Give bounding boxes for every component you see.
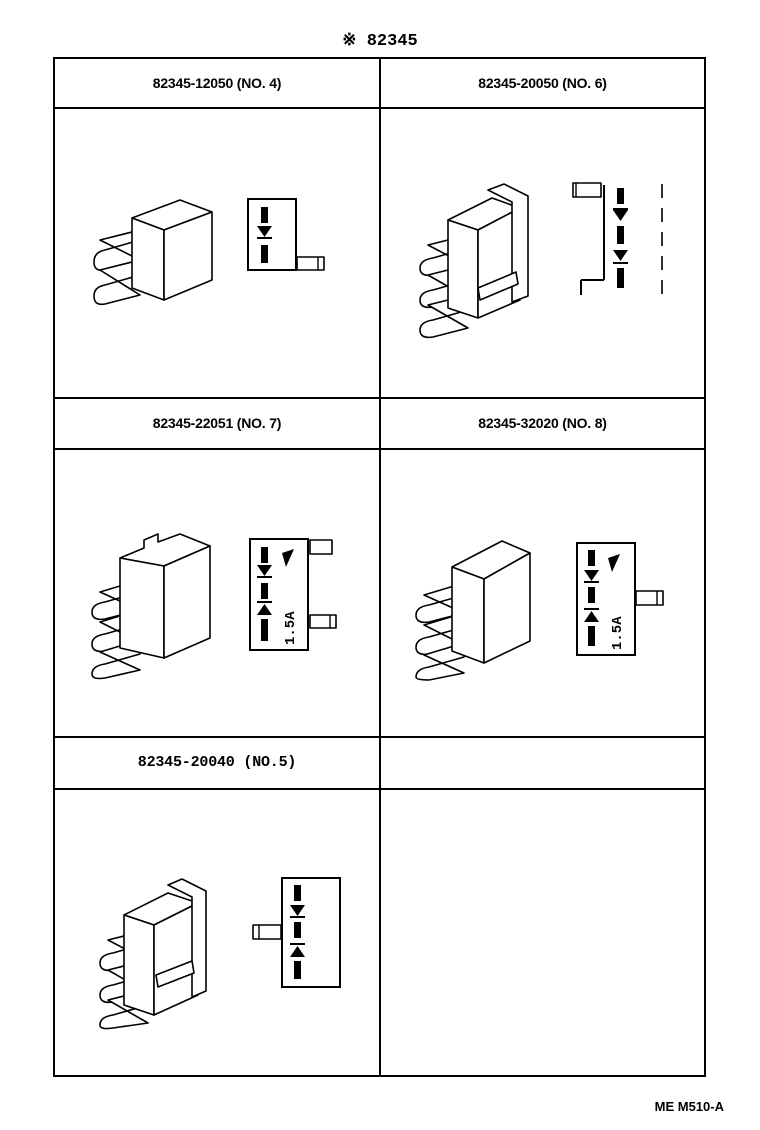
panel-5-schematic	[252, 877, 341, 988]
panel-1-label: 82345-12050 (NO. 4)	[152, 75, 282, 91]
panel-4-rating: 1.5A	[610, 616, 626, 650]
panel-2-label: 82345-20050 (NO. 6)	[478, 75, 607, 91]
panel-3-schematic: 1.5A	[249, 538, 337, 651]
panel-1-connector-drawing	[93, 199, 213, 306]
panel-5-connector-drawing	[99, 878, 207, 1030]
diagram-title: ※ 82345	[342, 32, 418, 51]
panel-5-label: 82345-20040 (NO.5)	[137, 753, 297, 771]
panel-2-connector-drawing	[419, 183, 529, 339]
drawing-code: ME M510-A	[654, 1099, 724, 1114]
panel-3-rating: 1.5A	[283, 611, 299, 645]
panel-1-schematic	[247, 198, 325, 271]
panel-3-label: 82345-22051 (NO. 7)	[152, 415, 282, 431]
panel-4-schematic: 1.5A	[576, 542, 664, 656]
panel-4-label: 82345-32020 (NO. 8)	[478, 415, 607, 431]
panel-2-schematic	[572, 182, 663, 295]
panel-3-connector-drawing	[91, 533, 211, 680]
panel-4-connector-drawing	[415, 540, 531, 681]
